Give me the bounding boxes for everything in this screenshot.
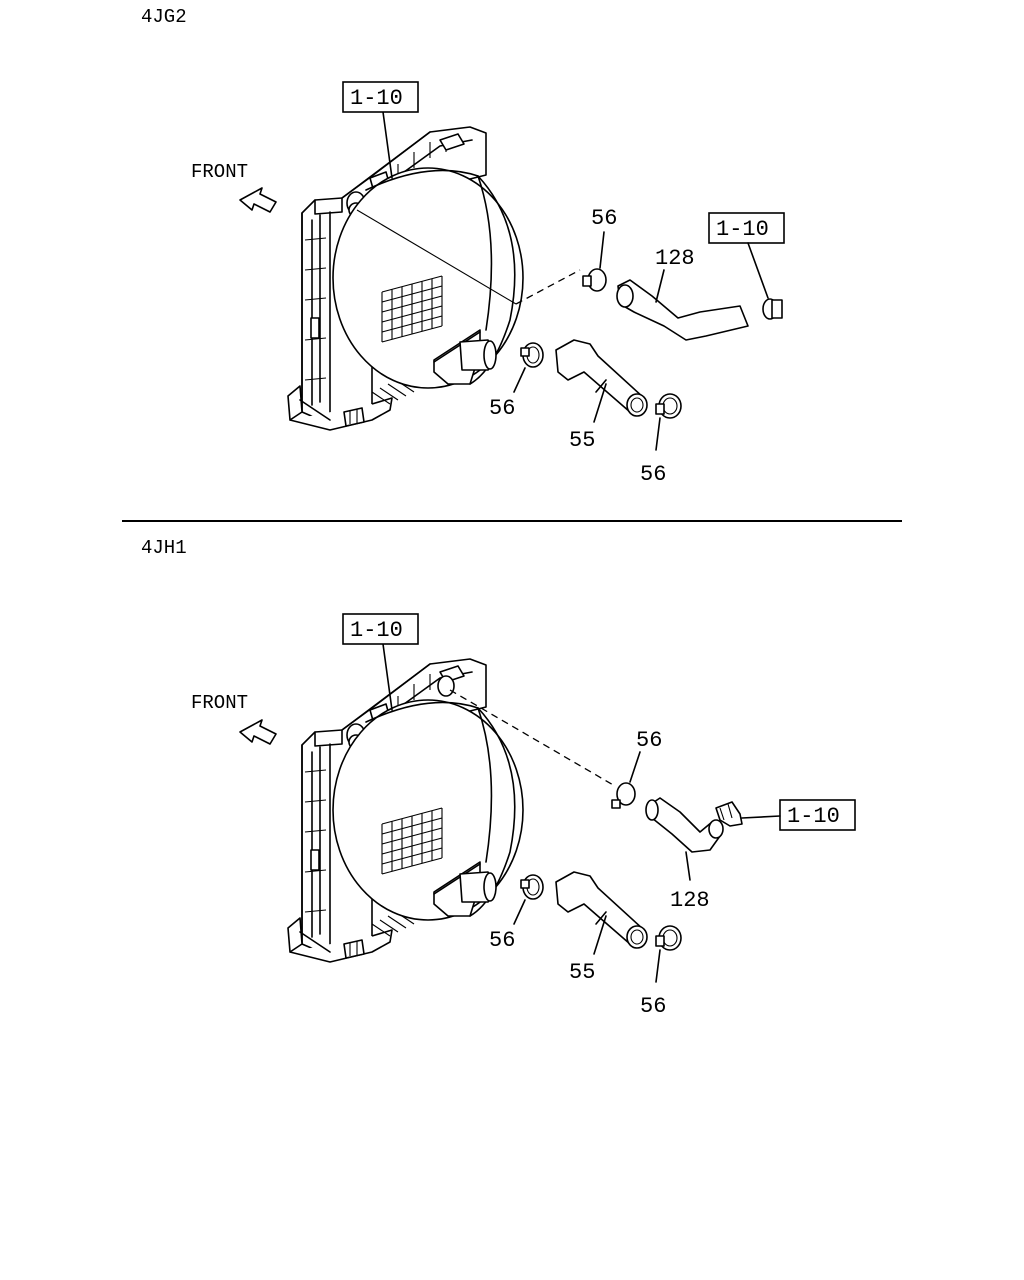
part-number-128[interactable]: 128 — [655, 246, 695, 271]
part-number-128[interactable]: 128 — [670, 888, 710, 913]
radiator-assembly — [239, 643, 682, 983]
ref-box-engine[interactable] — [708, 212, 785, 244]
part-number-56-lower-left[interactable]: 56 — [489, 928, 515, 953]
ref-label-radiator: 1-10 — [350, 86, 403, 111]
part-number-55[interactable]: 55 — [569, 428, 595, 453]
part-number-56-upper[interactable]: 56 — [591, 206, 617, 231]
ref-box-engine[interactable] — [779, 799, 856, 831]
engine-label: 4JH1 — [141, 537, 187, 559]
ref-label-engine: 1-10 — [716, 217, 769, 242]
section-4jg2: 4JG2 FRONT 1-10 56 128 1-10 56 55 56 — [141, 6, 785, 487]
ref-box-radiator[interactable] — [342, 613, 419, 645]
part-number-56-lower-right[interactable]: 56 — [640, 994, 666, 1019]
ref-box-radiator[interactable] — [342, 81, 419, 113]
radiator-assembly — [239, 111, 682, 451]
ref-label-radiator: 1-10 — [350, 618, 403, 643]
engine-label: 4JG2 — [141, 6, 187, 28]
part-number-56-lower-right[interactable]: 56 — [640, 462, 666, 487]
ref-label-engine: 1-10 — [787, 804, 840, 829]
part-number-56-upper[interactable]: 56 — [636, 728, 662, 753]
section-4jh1: 4JH1 FRONT 1-10 56 128 1-10 56 55 56 — [141, 537, 856, 1019]
part-number-55[interactable]: 55 — [569, 960, 595, 985]
part-number-56-lower-left[interactable]: 56 — [489, 396, 515, 421]
front-label: FRONT — [191, 692, 248, 714]
front-label: FRONT — [191, 161, 248, 183]
